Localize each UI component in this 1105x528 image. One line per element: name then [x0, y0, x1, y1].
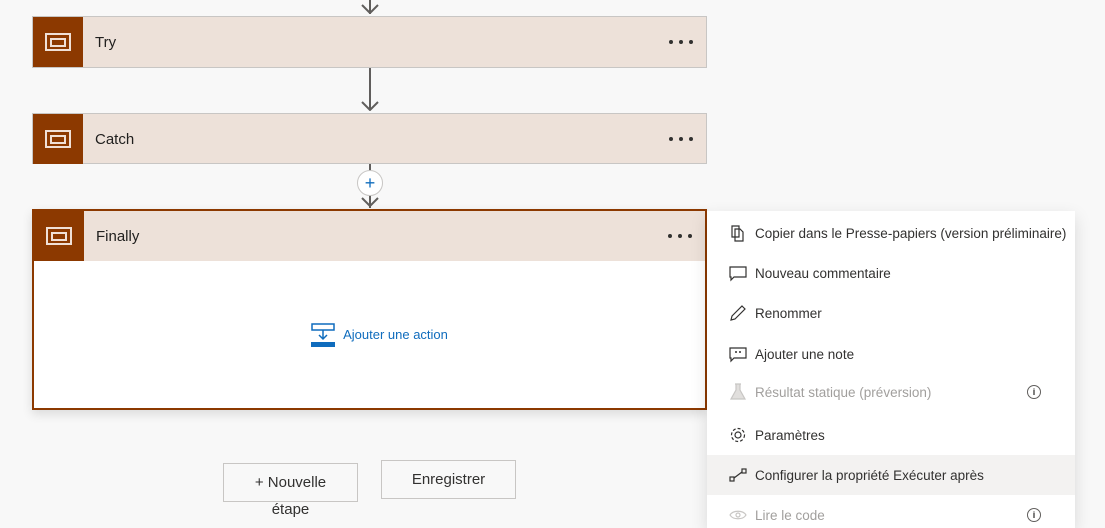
- connector-line: [369, 68, 371, 110]
- scope-card-catch[interactable]: Catch: [32, 113, 707, 164]
- pencil-icon: [730, 305, 746, 321]
- more-options-button[interactable]: [655, 234, 705, 238]
- scope-icon: [34, 211, 84, 261]
- card-header[interactable]: Try: [33, 17, 706, 67]
- more-options-button[interactable]: [656, 40, 706, 44]
- menu-item-rename[interactable]: Renommer: [707, 293, 1075, 333]
- menu-item-label: Renommer: [755, 305, 822, 321]
- menu-item-peek-code: Lire le code i: [707, 495, 1075, 528]
- new-step-button[interactable]: + Nouvelle: [223, 463, 358, 502]
- scope-icon: [33, 17, 83, 67]
- new-step-label-line2: étape: [271, 501, 310, 518]
- plus-icon: +: [364, 173, 376, 193]
- menu-item-label: Paramètres: [755, 427, 825, 443]
- insert-step-button[interactable]: +: [357, 170, 383, 196]
- menu-item-label: Résultat statique (préversion): [755, 384, 932, 400]
- card-header[interactable]: Finally: [34, 211, 705, 261]
- run-after-icon: [729, 468, 747, 482]
- card-title: Catch: [95, 130, 135, 148]
- context-menu: Copier dans le Presse-papiers (version p…: [707, 211, 1075, 528]
- menu-item-label: Configurer la propriété Exécuter après: [755, 467, 984, 483]
- new-step-label: + Nouvelle: [254, 474, 327, 491]
- copy-icon: [731, 225, 744, 242]
- arrow-down-icon: [361, 4, 379, 14]
- card-title: Finally: [96, 227, 140, 245]
- scope-card-try[interactable]: Try: [32, 16, 707, 68]
- gear-icon: [730, 427, 746, 443]
- add-action-icon: [311, 322, 336, 347]
- info-icon[interactable]: i: [1027, 385, 1041, 399]
- menu-item-copy[interactable]: Copier dans le Presse-papiers (version p…: [707, 213, 1075, 253]
- menu-item-label: Lire le code: [755, 507, 825, 523]
- save-button[interactable]: Enregistrer: [381, 460, 516, 499]
- menu-item-label: Nouveau commentaire: [755, 265, 891, 281]
- add-action-button[interactable]: Ajouter une action: [311, 322, 448, 347]
- comment-icon: [729, 266, 747, 282]
- eye-icon: [729, 510, 747, 520]
- card-title: Try: [95, 33, 117, 51]
- menu-item-add-note[interactable]: Ajouter une note: [707, 334, 1075, 374]
- scope-card-finally[interactable]: Finally Ajouter une action: [32, 209, 707, 410]
- more-options-button[interactable]: [656, 137, 706, 141]
- arrow-down-icon: [361, 197, 379, 207]
- info-icon[interactable]: i: [1027, 508, 1041, 522]
- menu-item-label: Copier dans le Presse-papiers (version p…: [755, 225, 1067, 241]
- add-action-label: Ajouter une action: [343, 327, 448, 342]
- menu-item-label: Ajouter une note: [755, 346, 855, 362]
- menu-item-configure-run-after[interactable]: Configurer la propriété Exécuter après: [707, 455, 1075, 495]
- beaker-icon: [729, 383, 747, 400]
- arrow-down-icon: [361, 101, 379, 111]
- menu-item-static-result: Résultat statique (préversion) i: [707, 372, 1075, 412]
- connector-line: [369, 0, 371, 14]
- menu-item-new-comment[interactable]: Nouveau commentaire: [707, 253, 1075, 293]
- menu-item-settings[interactable]: Paramètres: [707, 415, 1075, 455]
- save-label: Enregistrer: [411, 471, 486, 488]
- scope-icon: [33, 114, 83, 164]
- card-header[interactable]: Catch: [33, 114, 706, 164]
- card-body: Ajouter une action: [34, 261, 705, 408]
- note-icon: [729, 347, 747, 363]
